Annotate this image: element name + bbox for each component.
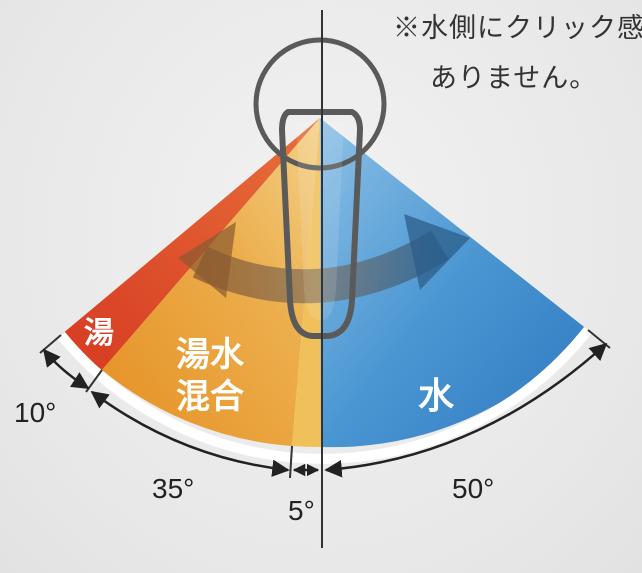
rotation-arrow-right-head xyxy=(404,214,470,290)
note-line-2: ありません。 xyxy=(430,63,598,94)
cold-angle-label: 50° xyxy=(452,473,494,504)
rotation-arrow-left-head xyxy=(178,222,236,298)
mixed-zone-label-line2: 混合 xyxy=(176,377,244,417)
mixed-angle-label: 35° xyxy=(152,473,194,504)
cold-boundary-extension xyxy=(587,329,611,349)
cold-zone-label: 水 xyxy=(418,376,455,417)
hot-angle-label: 10° xyxy=(14,397,56,428)
lever-handle-inner xyxy=(296,122,344,320)
hot-zone-sector-main xyxy=(61,118,320,370)
hot-angle-dimension-arc xyxy=(42,348,90,390)
note-line-1: ※水側にクリック感 xyxy=(393,13,642,44)
lever-knob-outline xyxy=(253,37,387,171)
hot-boundary-extension xyxy=(39,334,62,354)
mixed-angle-dimension-arc xyxy=(90,390,290,477)
detent-angle-label: 5° xyxy=(288,495,315,526)
mixed-zone-label-line1: 湯水 xyxy=(176,335,245,375)
rotation-arrow-band xyxy=(192,230,449,304)
hot-zone-label: 湯 xyxy=(84,316,114,351)
lever-handle-shape xyxy=(279,109,363,339)
cold-angle-dimension-arc xyxy=(324,342,608,478)
mixed-detent-boundary-extension xyxy=(289,445,293,479)
